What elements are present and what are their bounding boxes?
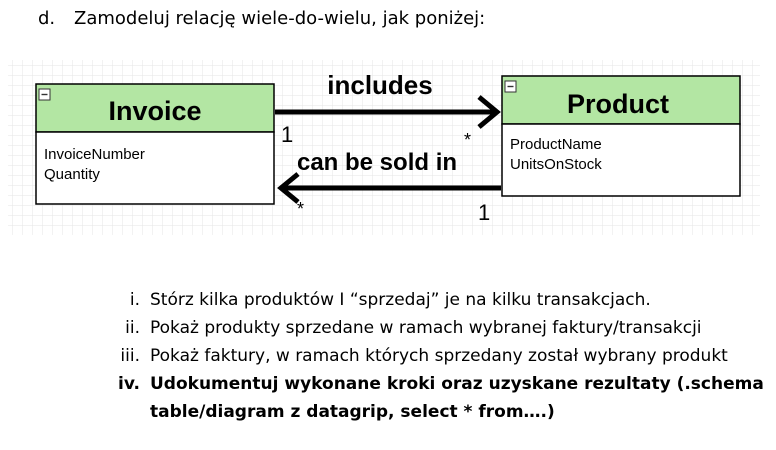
- multiplicity-top-left: 1: [281, 122, 293, 147]
- product-field-0: ProductName: [510, 136, 602, 153]
- task-letter: d.: [38, 8, 56, 29]
- step-number: ii.: [125, 318, 140, 338]
- product-entity: Product ProductName UnitsOnStock: [501, 75, 741, 197]
- step-text-line-2: table/diagram z datagrip, select * from……: [150, 402, 555, 422]
- invoice-field-0: InvoiceNumber: [44, 146, 145, 163]
- step-item: iv. Udokumentuj wykonane kroki oraz uzys…: [104, 370, 764, 426]
- step-text: Stórz kilka produktów I “sprzedaj” je na…: [150, 290, 651, 310]
- multiplicity-bottom-right: 1: [478, 200, 490, 225]
- step-item: iii. Pokaż faktury, w ramach których spr…: [104, 342, 764, 370]
- includes-label: includes: [327, 70, 432, 100]
- product-title: Product: [567, 89, 669, 119]
- invoice-field-1: Quantity: [44, 166, 100, 183]
- collapse-icon[interactable]: [38, 88, 51, 101]
- step-number: iv.: [118, 374, 140, 394]
- uml-diagram: Invoice InvoiceNumber Quantity Product P…: [0, 60, 776, 235]
- step-text-line-1: Udokumentuj wykonane kroki oraz uzyskane…: [150, 374, 764, 394]
- can-be-sold-in-relation: [277, 172, 501, 204]
- task-heading: d. Zamodeluj relację wiele-do-wielu, jak …: [38, 8, 485, 29]
- collapse-icon[interactable]: [504, 80, 517, 93]
- invoice-title: Invoice: [108, 96, 201, 126]
- includes-relation: [275, 95, 501, 129]
- task-steps-list: i. Stórz kilka produktów I “sprzedaj” je…: [104, 286, 764, 426]
- can-be-sold-in-label: can be sold in: [297, 149, 457, 176]
- step-text: Pokaż produkty sprzedane w ramach wybran…: [150, 318, 702, 338]
- step-number: i.: [129, 290, 140, 310]
- multiplicity-top-right: *: [464, 130, 471, 150]
- invoice-entity: Invoice InvoiceNumber Quantity: [35, 83, 275, 205]
- product-field-1: UnitsOnStock: [510, 156, 602, 173]
- step-item: ii. Pokaż produkty sprzedane w ramach wy…: [104, 314, 764, 342]
- step-item: i. Stórz kilka produktów I “sprzedaj” je…: [104, 286, 764, 314]
- task-heading-text: Zamodeluj relację wiele-do-wielu, jak po…: [74, 8, 486, 29]
- step-number: iii.: [120, 346, 140, 366]
- multiplicity-bottom-left: *: [297, 199, 304, 219]
- step-text: Pokaż faktury, w ramach których sprzedan…: [150, 346, 728, 366]
